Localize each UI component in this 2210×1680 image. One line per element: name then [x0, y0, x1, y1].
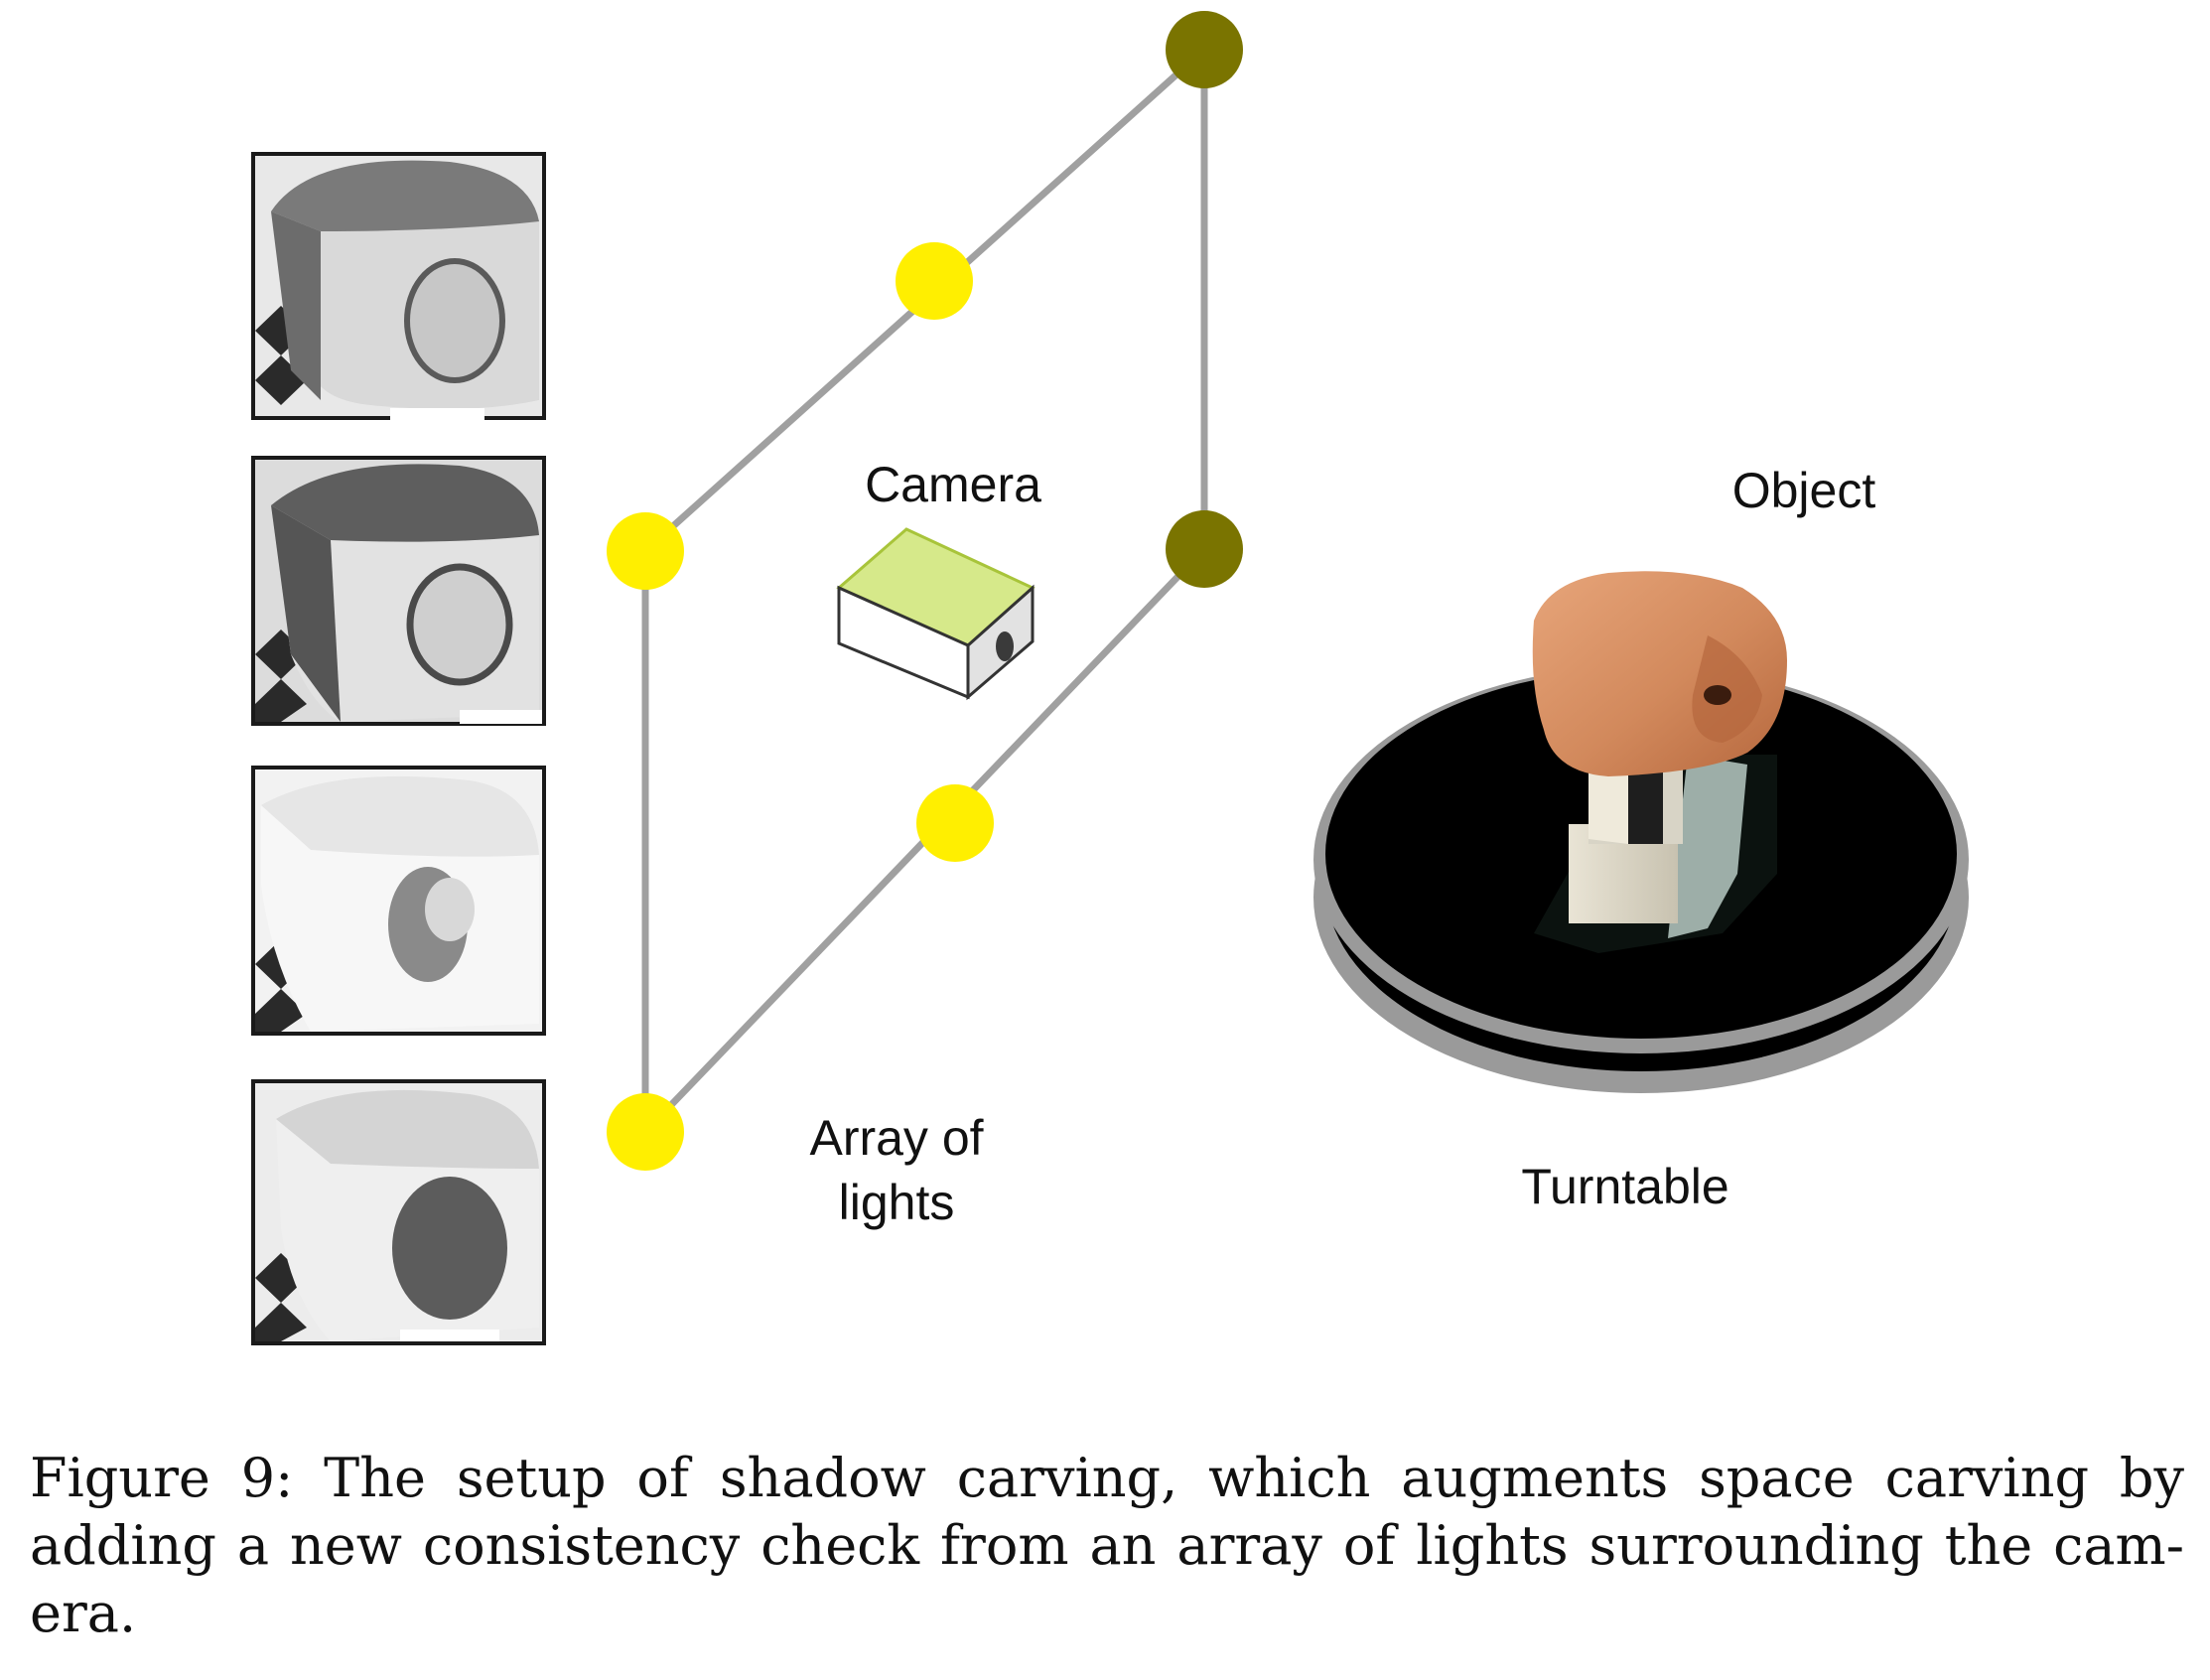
light-off: [1166, 510, 1243, 588]
camera-box: [836, 527, 1036, 701]
thumbnail-column: [251, 152, 546, 1345]
object-label: Object: [1732, 463, 1876, 518]
caption-line-3: era.: [30, 1582, 137, 1644]
shadow-image-3: [251, 766, 546, 1036]
light-on: [607, 1093, 684, 1171]
camera-label: Camera: [865, 457, 1041, 512]
shadow-image-1: [251, 152, 546, 420]
lens-icon: [996, 631, 1014, 661]
caption-line-2: adding a new consistency check from an a…: [30, 1514, 2184, 1577]
object-photo: [1532, 571, 1787, 953]
shadow-image-2: [251, 456, 546, 726]
light-on: [896, 242, 973, 320]
light-on: [1166, 11, 1243, 88]
light-on: [607, 512, 684, 590]
turntable-label: Turntable: [1521, 1159, 1728, 1214]
array-of-lights-label-line1: Array of: [809, 1110, 983, 1166]
light-array: [607, 11, 1243, 1171]
light-on: [916, 784, 994, 862]
figure-caption: Figure 9: The setup of shadow carving, w…: [30, 1445, 2184, 1647]
caption-line-1: Figure 9: The setup of shadow carving, w…: [30, 1447, 2184, 1509]
shadow-image-4: [251, 1079, 546, 1345]
array-of-lights-label-line2: lights: [839, 1175, 955, 1230]
